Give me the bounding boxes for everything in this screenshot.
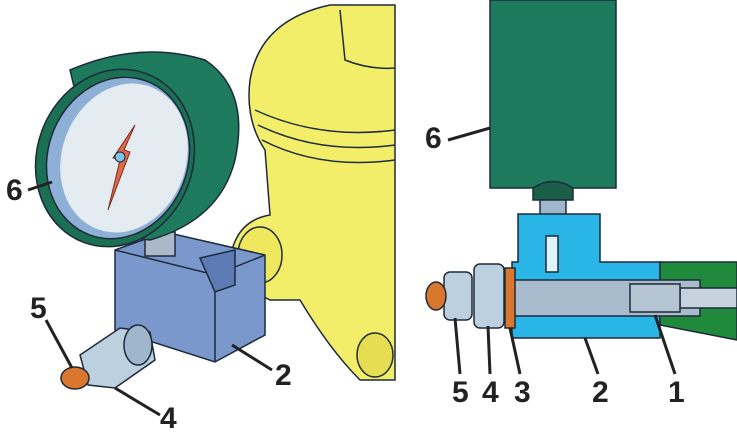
label-5-left: 5 [30,292,47,325]
label-2-right: 2 [592,376,609,409]
label-1-right: 1 [668,376,685,409]
label-6-right: 6 [425,122,442,155]
label-3-right: 3 [514,376,531,409]
adapter-section-right [425,213,737,341]
label-4-left: 4 [160,402,177,435]
label-6-left: 6 [6,174,23,207]
gauge-right [489,0,617,237]
right-callouts: 6 5 4 3 2 1 [425,122,685,409]
left-callouts: 6 5 4 2 [6,174,292,435]
label-5-right: 5 [452,376,469,409]
label-4-right: 4 [482,376,499,409]
label-2-left: 2 [275,359,292,392]
gauge-left [34,51,240,248]
gauge-needle [107,124,136,211]
bleeder-valve-left [60,324,156,390]
adapter-block-left [114,231,266,363]
